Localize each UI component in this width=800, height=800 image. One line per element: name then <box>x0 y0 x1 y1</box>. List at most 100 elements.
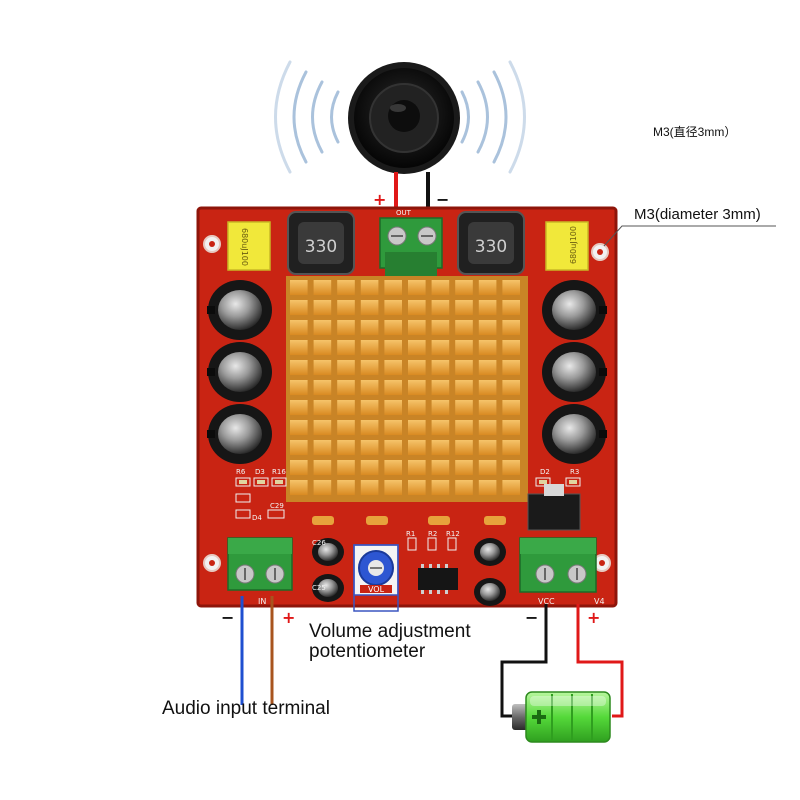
battery-icon <box>512 691 611 743</box>
heatsink-fin <box>313 420 332 435</box>
output-terminal: OUT <box>379 209 443 276</box>
heatsink-fin <box>455 420 473 435</box>
heatsink-fin <box>408 380 426 395</box>
svg-text:C29: C29 <box>270 502 284 510</box>
heatsink-fin <box>478 320 497 335</box>
heatsink-fin <box>384 420 402 435</box>
heatsink-fin <box>455 320 473 335</box>
heatsink-fin <box>408 320 426 335</box>
heatsink-fin <box>502 280 520 295</box>
heatsink-fin <box>337 280 355 295</box>
svg-text:IN: IN <box>258 597 266 606</box>
mount-label-chinese: M3(直径3mm） <box>653 125 737 139</box>
heatsink-fin <box>502 300 520 315</box>
heatsink-fin <box>431 480 450 495</box>
electrolytic-capacitors-left <box>207 280 272 464</box>
heatsink-fin <box>455 340 473 355</box>
svg-text:VCC: VCC <box>538 597 555 606</box>
heatsink-fin <box>408 340 426 355</box>
heatsink-fin <box>384 360 402 375</box>
heatsink-fin <box>290 480 308 495</box>
svg-text:R1: R1 <box>406 530 415 538</box>
svg-text:D4: D4 <box>252 514 262 522</box>
heatsink-fin <box>384 480 402 495</box>
heatsink-fin <box>502 320 520 335</box>
heatsink-fin <box>337 400 355 415</box>
svg-text:V4: V4 <box>594 597 605 606</box>
heatsink-fin <box>455 460 473 475</box>
heatsink-fin <box>360 460 379 475</box>
heatsink-fin <box>360 320 379 335</box>
heatsink-fin <box>313 400 332 415</box>
heatsink-fin <box>290 360 308 375</box>
silkscreen-labels: R6 D3 R16 D4 C29 R1 R2 R12 D2 R3 C26 C25… <box>236 468 605 606</box>
heatsink-fin <box>384 300 402 315</box>
heatsink-fin <box>313 360 332 375</box>
film-capacitor-right: 680uJ100 <box>545 221 589 271</box>
heatsink-fin <box>502 340 520 355</box>
heatsink-fin <box>337 420 355 435</box>
input-terminal <box>227 537 293 591</box>
heatsink-fin <box>313 460 332 475</box>
heatsink-fin <box>408 480 426 495</box>
heatsink-fin <box>478 360 497 375</box>
heatsink-fin <box>408 420 426 435</box>
heatsink-fin <box>360 400 379 415</box>
heatsink-fin <box>384 460 402 475</box>
heatsink-fin <box>337 320 355 335</box>
heatsink-fin <box>478 420 497 435</box>
input-minus-sign: − <box>221 608 235 627</box>
volume-potentiometer: VOL <box>353 544 399 612</box>
heatsink-fin <box>431 460 450 475</box>
heatsink-fin <box>384 440 402 455</box>
heatsink-fin <box>337 380 355 395</box>
heatsink-fin <box>478 440 497 455</box>
heatsink-fin <box>478 380 497 395</box>
heatsink-fin <box>290 400 308 415</box>
heatsink-fin <box>408 400 426 415</box>
heatsink-fin <box>408 360 426 375</box>
svg-text:330: 330 <box>475 237 507 257</box>
heatsink-fin <box>313 300 332 315</box>
heatsink-fin <box>337 360 355 375</box>
heatsink-fin <box>408 460 426 475</box>
battery-wire-positive <box>576 604 624 718</box>
heatsink-fin <box>502 420 520 435</box>
heatsink-fin <box>478 300 497 315</box>
heatsink-fin <box>384 400 402 415</box>
electrolytic-capacitors-right <box>542 280 607 464</box>
speaker-plus-sign: + <box>373 190 387 209</box>
heatsink-fin <box>360 380 379 395</box>
heatsink-fin <box>478 400 497 415</box>
svg-text:330: 330 <box>305 237 337 257</box>
input-plus-sign: + <box>282 608 296 627</box>
film-capacitor-left: 680uJ100 <box>227 221 271 271</box>
heatsink-fin <box>384 340 402 355</box>
heatsink-fin <box>313 320 332 335</box>
heatsink-fin <box>290 320 308 335</box>
heatsink-fin <box>455 380 473 395</box>
svg-text:R16: R16 <box>272 468 286 476</box>
heatsink-fin <box>360 360 379 375</box>
heatsink-fin <box>431 280 450 295</box>
svg-text:R12: R12 <box>446 530 460 538</box>
heatsink-fin <box>384 320 402 335</box>
heatsink-fin <box>502 380 520 395</box>
heatsink-fin <box>313 380 332 395</box>
heatsink-fin <box>431 380 450 395</box>
heatsink-fin <box>408 440 426 455</box>
heatsink-fin <box>337 340 355 355</box>
heatsink-fin <box>478 460 497 475</box>
power-terminal <box>519 537 597 593</box>
heatsink-fin <box>431 420 450 435</box>
heatsink-fin <box>431 400 450 415</box>
svg-text:680uJ100: 680uJ100 <box>569 226 578 264</box>
heatsink-fin <box>313 340 332 355</box>
heatsink-fin <box>502 440 520 455</box>
svg-text:R6: R6 <box>236 468 246 476</box>
heatsink-fin <box>290 340 308 355</box>
heatsink-fin <box>455 300 473 315</box>
heatsink-fin <box>290 460 308 475</box>
heatsink-fin <box>431 300 450 315</box>
heatsink-fin <box>337 440 355 455</box>
